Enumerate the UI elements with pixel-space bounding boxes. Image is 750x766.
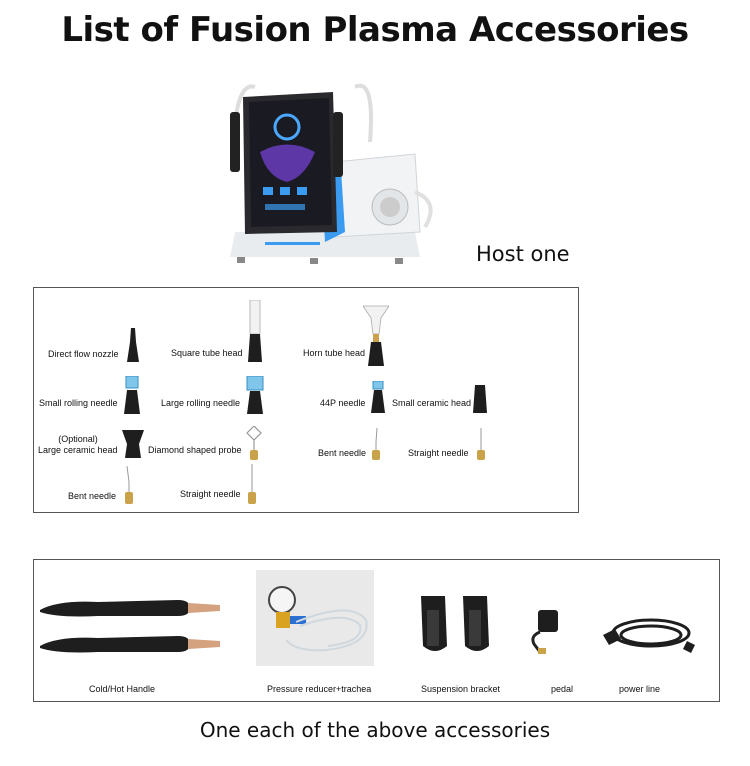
diamond-probe-image bbox=[246, 426, 262, 460]
direct-flow-nozzle-image bbox=[127, 328, 139, 362]
tip-label: Bent needle bbox=[68, 491, 117, 501]
tip-label: Straight needle bbox=[408, 448, 469, 458]
tip-label: Large ceramic head bbox=[38, 445, 118, 455]
footer-note: One each of the above accessories bbox=[199, 718, 551, 742]
tip-label: Small rolling needle bbox=[39, 398, 118, 408]
horn-tube-head-image bbox=[363, 305, 389, 366]
large-rolling-needle-image bbox=[246, 376, 264, 414]
power-line-image bbox=[603, 618, 695, 653]
tip-label: Horn tube head bbox=[303, 348, 366, 358]
accessory-label: power line bbox=[619, 684, 661, 694]
suspension-bracket-image bbox=[421, 596, 489, 651]
host-machine-image bbox=[230, 83, 433, 264]
accessories-panel: Cold/Hot Handle Pressure reducer+trachea… bbox=[33, 559, 720, 702]
tip-label: Direct flow nozzle bbox=[48, 349, 119, 359]
tips-panel: Direct flow nozzle Square tube head Horn… bbox=[33, 287, 579, 513]
tip-label: Diamond shaped probe bbox=[148, 445, 242, 455]
tip-label: Bent needle bbox=[318, 448, 367, 458]
straight-needle-a-image bbox=[248, 464, 256, 504]
tip-label: Straight needle bbox=[180, 489, 241, 499]
page-title: List of Fusion Plasma Accessories bbox=[61, 10, 689, 50]
tip-label: 44P needle bbox=[320, 398, 366, 408]
square-tube-head-image bbox=[248, 300, 262, 362]
small-rolling-needle-image bbox=[124, 376, 140, 414]
tip-label: Large rolling needle bbox=[161, 398, 241, 408]
host-label: Host one bbox=[476, 242, 570, 266]
straight-needle-b-image bbox=[477, 428, 485, 460]
44p-needle-image bbox=[371, 381, 385, 413]
large-ceramic-head-image bbox=[122, 430, 144, 458]
tip-label: Small ceramic head bbox=[392, 398, 472, 408]
accessory-label: Cold/Hot Handle bbox=[89, 684, 156, 694]
pedal-image bbox=[531, 610, 558, 654]
pressure-reducer-image bbox=[256, 570, 374, 666]
cold-hot-handle-image bbox=[40, 600, 220, 653]
accessory-label: Pressure reducer+trachea bbox=[267, 684, 372, 694]
bent-needle-b-image bbox=[372, 428, 380, 460]
tip-label-optional: (Optional) bbox=[58, 434, 98, 444]
tip-label: Square tube head bbox=[171, 348, 243, 358]
accessory-label: Suspension bracket bbox=[421, 684, 501, 694]
accessory-label: pedal bbox=[551, 684, 574, 694]
bent-needle-a-image bbox=[125, 466, 133, 504]
small-ceramic-head-image bbox=[473, 385, 487, 413]
